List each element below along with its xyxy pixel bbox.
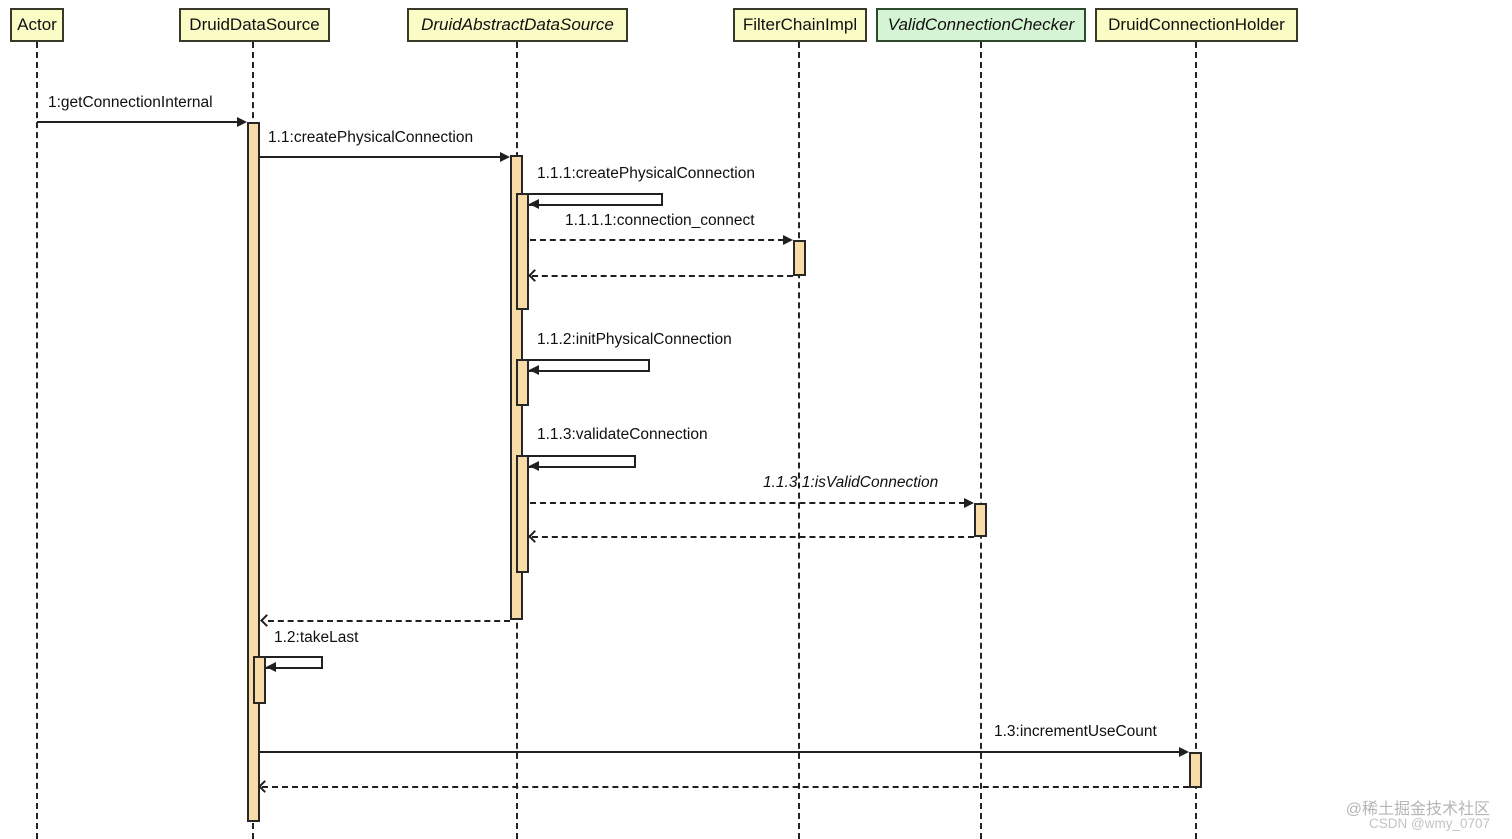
message-label-connection-connect: 1.1.1.1:connection_connect (565, 212, 755, 229)
activation-create-physical-connection (516, 193, 529, 310)
lifeline-valid-connection-checker (980, 42, 982, 839)
message-arrow-get-connection-internal (37, 121, 238, 123)
participant-filter-chain-impl: FilterChainImpl (733, 8, 867, 42)
arrowhead-icon (237, 117, 247, 127)
message-label-get-connection-internal: 1:getConnectionInternal (48, 94, 213, 111)
self-call-take-last (266, 656, 323, 669)
participant-druid-data-source: DruidDataSource (179, 8, 330, 42)
arrowhead-icon (500, 152, 510, 162)
arrowhead-icon (266, 662, 276, 672)
return-arrow-abstract-to-datasource (268, 620, 510, 622)
message-label-init-physical-connection: 1.1.2:initPhysicalConnection (537, 331, 732, 348)
arrowhead-icon (1179, 747, 1189, 757)
self-call-init-physical-connection (529, 359, 650, 372)
open-arrowhead-icon (258, 780, 271, 793)
open-arrowhead-icon (528, 530, 541, 543)
participant-druid-abstract-data-source: DruidAbstractDataSource (407, 8, 628, 42)
open-arrowhead-icon (260, 614, 273, 627)
self-call-create-physical-connection (529, 193, 663, 206)
lifeline-filter-chain-impl (798, 42, 800, 839)
message-arrow-connection-connect (530, 239, 784, 241)
participant-label: DruidDataSource (189, 15, 320, 34)
message-label-increment-use-count: 1.3:incrementUseCount (994, 723, 1157, 740)
message-label-create-physical-connection: 1.1:createPhysicalConnection (268, 129, 474, 146)
return-arrow-filter-chain (532, 275, 793, 277)
participant-label: DruidAbstractDataSource (421, 15, 614, 34)
message-label-take-last: 1.2:takeLast (274, 629, 359, 646)
participant-druid-connection-holder: DruidConnectionHolder (1095, 8, 1298, 42)
arrowhead-icon (529, 461, 539, 471)
arrowhead-icon (964, 498, 974, 508)
arrowhead-icon (529, 365, 539, 375)
activation-filter-chain-impl (793, 240, 806, 276)
message-arrow-create-physical-connection (260, 156, 501, 158)
activation-take-last (253, 656, 266, 704)
activation-validate-connection (516, 455, 529, 573)
open-arrowhead-icon (528, 269, 541, 282)
participant-valid-connection-checker: ValidConnectionChecker (876, 8, 1086, 42)
activation-init-physical-connection (516, 359, 529, 406)
return-arrow-valid-connection-checker (532, 536, 974, 538)
message-label-create-physical-connection-inner: 1.1.1:createPhysicalConnection (537, 165, 755, 182)
arrowhead-icon (783, 235, 793, 245)
participant-label: FilterChainImpl (742, 15, 858, 34)
participant-actor: Actor (10, 8, 64, 42)
self-call-validate-connection (529, 455, 636, 468)
message-label-validate-connection: 1.1.3:validateConnection (537, 426, 708, 443)
watermark-csdn: CSDN @wmy_0707 (1369, 816, 1490, 831)
message-arrow-is-valid-connection (530, 502, 965, 504)
activation-valid-connection-checker (974, 503, 987, 537)
participant-label: DruidConnectionHolder (1108, 15, 1285, 34)
lifeline-druid-connection-holder (1195, 42, 1197, 839)
participant-label: ValidConnectionChecker (887, 15, 1075, 34)
message-label-is-valid-connection: 1.1.3.1:isValidConnection (763, 474, 939, 491)
activation-druid-data-source-main (247, 122, 260, 822)
message-arrow-increment-use-count (260, 751, 1180, 753)
lifeline-actor (36, 42, 38, 839)
return-arrow-connection-holder (262, 786, 1189, 788)
activation-druid-connection-holder (1189, 752, 1202, 788)
watermark-juejin: @稀土掘金技术社区 (1345, 801, 1490, 818)
participant-label: Actor (17, 15, 57, 34)
arrowhead-icon (529, 199, 539, 209)
